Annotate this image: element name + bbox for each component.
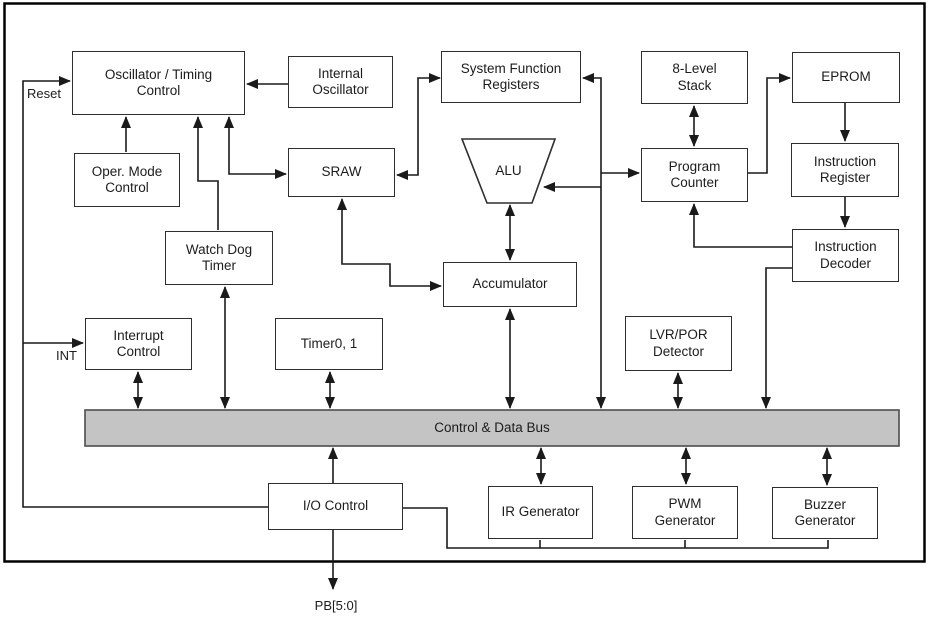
alu-trapezoid-shape — [460, 138, 557, 204]
node-oscillator-timing-control: Oscillator / Timing Control — [72, 51, 245, 115]
node-interrupt-control: Interrupt Control — [85, 318, 192, 370]
wire-osc-sraw — [224, 116, 287, 179]
node-instruction-decoder: Instruction Decoder — [792, 229, 899, 282]
diagram-frame — [3, 2, 926, 563]
node-system-function-registers: System Function Registers — [441, 51, 581, 103]
pb-port-label: PB[5:0] — [314, 598, 358, 613]
wire-instr-dec-to-bus — [761, 267, 792, 409]
node-program-counter: Program Counter — [641, 148, 748, 202]
wire-pc-to-eprom — [748, 73, 791, 174]
wire-io-right-generators — [403, 507, 829, 549]
node-internal-oscillator: Internal Oscillator — [288, 56, 393, 108]
node-accumulator: Accumulator — [443, 262, 577, 307]
node-instruction-register: Instruction Register — [791, 143, 899, 197]
node-io-control: I/O Control — [268, 483, 403, 530]
wire-sraw-sfr — [396, 73, 441, 180]
node-eprom: EPROM — [792, 52, 900, 103]
node-ir-generator: IR Generator — [488, 486, 593, 539]
int-pin-label: INT — [56, 348, 77, 363]
node-oper-mode-control: Oper. Mode Control — [74, 153, 180, 207]
node-watch-dog-timer: Watch Dog Timer — [165, 231, 273, 285]
wire-reset-feedback — [22, 76, 268, 508]
wire-sraw-to-accumulator — [337, 198, 442, 291]
node-timer0-1: Timer0, 1 — [275, 318, 383, 370]
node-alu: ALU — [495, 162, 522, 178]
node-lvr-por-detector: LVR/POR Detector — [625, 316, 732, 371]
node-buzzer-generator: Buzzer Generator — [772, 487, 878, 539]
wire-wdt-to-osc — [193, 116, 219, 230]
reset-pin-label: Reset — [27, 86, 61, 101]
control-data-bus-bar — [84, 409, 900, 447]
wires-group — [22, 73, 850, 590]
node-8-level-stack: 8-Level Stack — [641, 51, 748, 104]
wire-instr-dec-to-pc — [689, 203, 792, 248]
wire-sfr-bus-trunk — [582, 73, 606, 409]
control-data-bus-label: Control & Data Bus — [434, 419, 550, 435]
node-pwm-generator: PWM Generator — [632, 486, 738, 539]
node-sraw: SRAW — [288, 148, 395, 197]
